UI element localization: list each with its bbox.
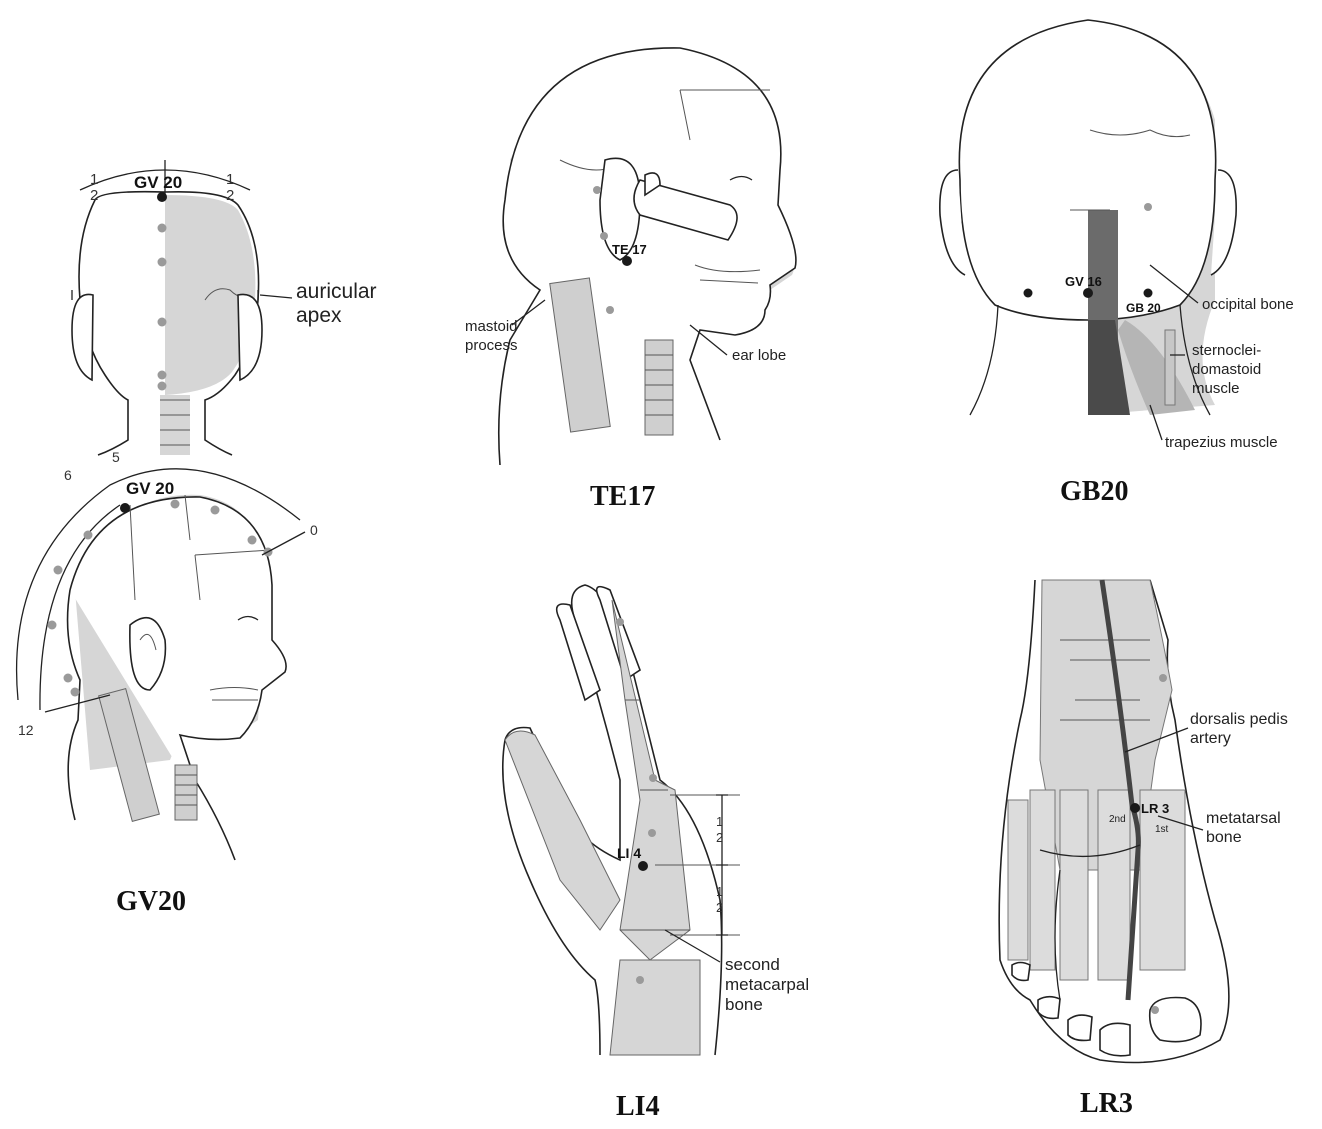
li4-frac2-den: 2 bbox=[716, 900, 723, 915]
gb20-point-label: GB 20 bbox=[1126, 301, 1161, 315]
gv20-caption: GV20 bbox=[116, 886, 186, 917]
ear-lobe-label: ear lobe bbox=[732, 347, 786, 364]
occipital-label: occipital bone bbox=[1202, 296, 1294, 313]
artery-label-1: dorsalis pedis bbox=[1190, 711, 1288, 728]
sterno-label-1: sternoclei- bbox=[1192, 342, 1261, 359]
li4-panel: LI 4 1 2 1 2 second metacarpal bone LI4 bbox=[503, 585, 809, 1122]
li4-frac1-num: 1 bbox=[716, 814, 723, 829]
li4-point-label: LI 4 bbox=[617, 845, 641, 861]
metacarpal-label-1: second bbox=[725, 955, 780, 974]
scale-0: 0 bbox=[310, 522, 318, 538]
metatarsal-label-1: metatarsal bbox=[1206, 810, 1281, 827]
metacarpal-label-3: bone bbox=[725, 995, 763, 1014]
second-metatarsal-label: 2nd bbox=[1109, 814, 1126, 825]
lr3-panel: LR 3 2nd 1st dorsalis pedis artery metat… bbox=[999, 580, 1288, 1119]
scale-6: 6 bbox=[64, 467, 72, 483]
first-metatarsal-label: 1st bbox=[1155, 824, 1169, 835]
frac-left-num: 1 bbox=[90, 171, 98, 188]
te17-caption: TE17 bbox=[590, 481, 655, 512]
auricular-label-1: auricular bbox=[296, 280, 377, 303]
scale-12: 12 bbox=[18, 722, 34, 738]
gv16-label: GV 16 bbox=[1065, 274, 1102, 289]
gv20-side-view: GV 20 6 5 0 12 GV20 bbox=[17, 449, 318, 917]
li4-caption: LI4 bbox=[616, 1091, 660, 1122]
frac-left-den: 2 bbox=[90, 187, 98, 204]
metacarpal-label-2: metacarpal bbox=[725, 975, 809, 994]
sterno-label-2: domastoid bbox=[1192, 361, 1261, 378]
frac-right-den: 2 bbox=[226, 187, 234, 204]
gv20-back-view: GV 20 1 2 1 2 auricular apex bbox=[72, 160, 377, 455]
scale-5: 5 bbox=[112, 449, 120, 465]
trapezius-label: trapezius muscle bbox=[1165, 434, 1278, 451]
artery-label-2: artery bbox=[1190, 730, 1231, 747]
te17-panel: TE 17 mastoid process ear lobe TE17 bbox=[465, 48, 796, 512]
auricular-label-2: apex bbox=[296, 304, 342, 327]
gv20-side-label: GV 20 bbox=[126, 479, 174, 498]
lr3-point-label: LR 3 bbox=[1141, 801, 1169, 816]
frac-right-num: 1 bbox=[226, 171, 234, 188]
gv20-top-label: GV 20 bbox=[134, 173, 182, 192]
li4-frac2-num: 1 bbox=[716, 884, 723, 899]
li4-frac1-den: 2 bbox=[716, 830, 723, 845]
sterno-label-3: muscle bbox=[1192, 380, 1240, 397]
lr3-caption: LR3 bbox=[1080, 1088, 1133, 1119]
metatarsal-label-2: bone bbox=[1206, 829, 1242, 846]
gb20-caption: GB20 bbox=[1060, 476, 1128, 507]
mastoid-label-1: mastoid bbox=[465, 318, 518, 335]
gb20-panel: GV 16 GB 20 occipital bone sternoclei- d… bbox=[940, 20, 1294, 507]
te17-point-label: TE 17 bbox=[612, 242, 647, 257]
mastoid-label-2: process bbox=[465, 337, 518, 354]
